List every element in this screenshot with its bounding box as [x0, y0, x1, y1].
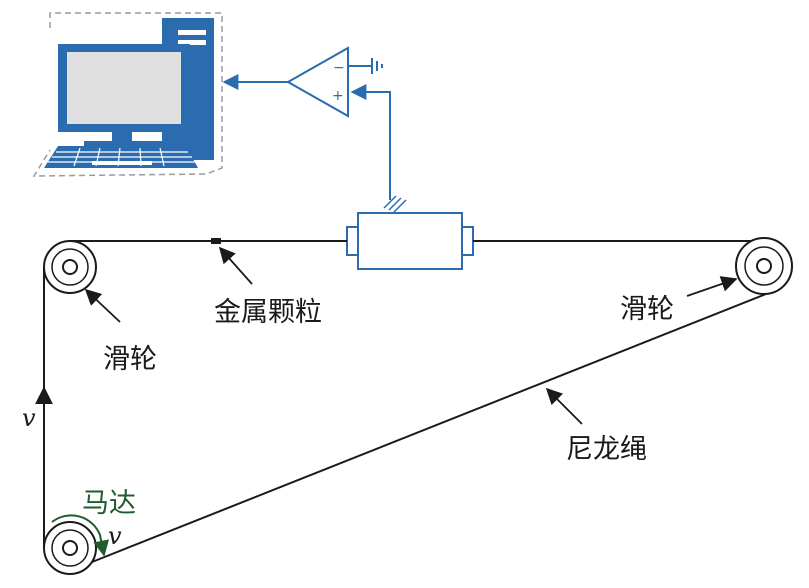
pulley-right-label: 滑轮 [620, 294, 674, 325]
pointer-arrows [84, 246, 738, 425]
amplifier-plus-sign: + [332, 88, 344, 104]
motor-label: 马达 [82, 488, 136, 519]
sensor-icon [346, 212, 474, 270]
velocity-label-left: v [22, 404, 36, 432]
pulley-right [735, 237, 793, 295]
pulley-icon [43, 237, 793, 575]
metal-particle [211, 238, 221, 244]
pulley-left-label: 滑轮 [103, 344, 157, 375]
computer-icon [32, 12, 223, 177]
sensor-cable-strain [383, 195, 407, 213]
ground-icon [348, 58, 383, 74]
pulley-left [43, 240, 97, 294]
sensor-signal-wire [350, 84, 391, 200]
amplifier-minus-sign: − [333, 60, 345, 76]
motor-rotation-arrow [51, 514, 110, 557]
metal-particle-label: 金属颗粒 [214, 297, 322, 328]
pulley-motor [43, 521, 97, 575]
nylon-rope-label: 尼龙绳 [566, 434, 647, 465]
velocity-label-motor: v [108, 522, 122, 550]
amplifier-icon [222, 46, 349, 118]
